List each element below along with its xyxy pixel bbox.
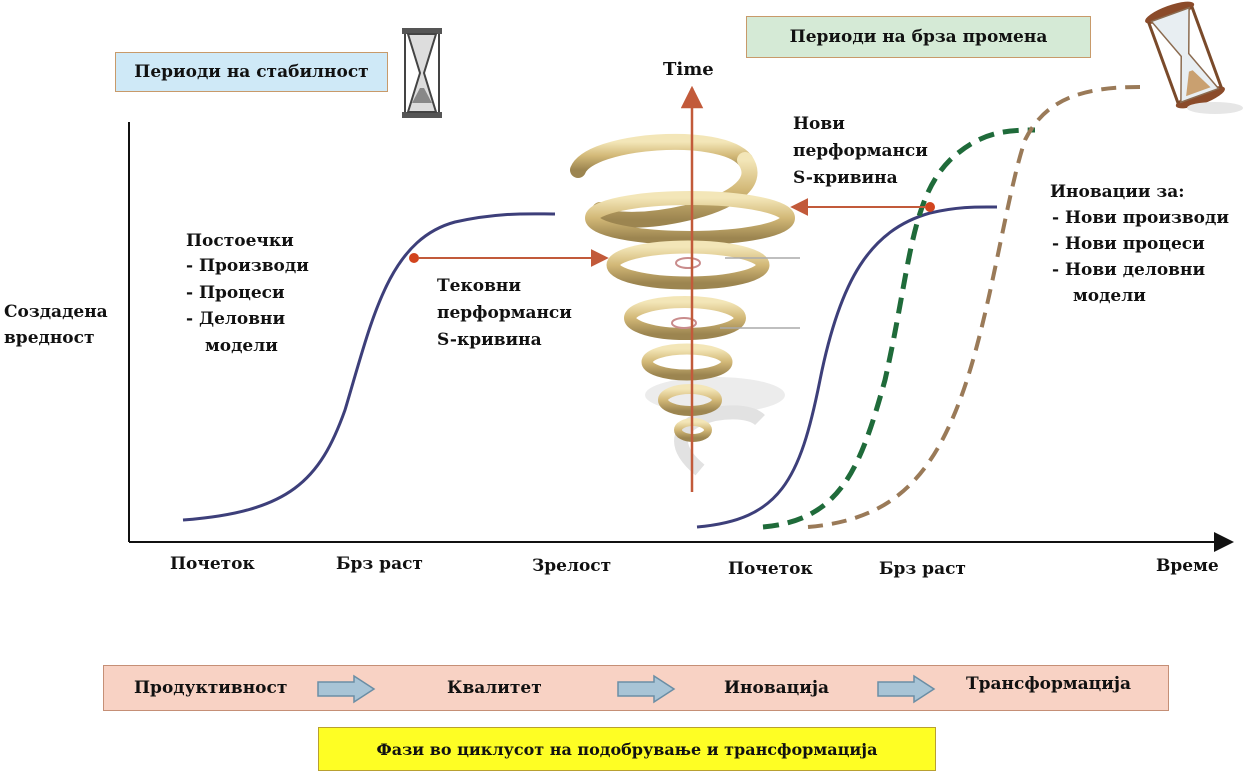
new-curve-line: S-кривина [793, 166, 898, 190]
x-axis-end-label: Време [1156, 554, 1219, 578]
existing-item: - Процеси [186, 281, 285, 305]
current-curve-line: S-кривина [437, 328, 542, 352]
current-curve-line: Тековни [437, 274, 521, 298]
phases-bar: Продуктивност Квалитет Иновација Трансфо… [103, 665, 1169, 711]
current-curve-point [409, 253, 419, 263]
innovations-title: Иновации за: [1050, 180, 1185, 204]
phase-step: Продуктивност [134, 678, 287, 698]
innovations-item: - Нови процеси [1052, 232, 1205, 256]
spiral-helix [578, 142, 800, 470]
right-arrow-icon [616, 674, 676, 704]
cycle-legend-box: Фази во циклусот на подобрување и трансф… [318, 727, 936, 771]
existing-item: модели [205, 334, 278, 358]
right-arrow-icon [316, 674, 376, 704]
right-arrow-icon [876, 674, 936, 704]
x-phase-label: Зрелост [532, 554, 611, 578]
new-curve-point [925, 202, 935, 212]
x-phase-label: Брз раст [879, 557, 966, 581]
existing-item: - Производи [186, 254, 309, 278]
phase-step: Трансформација [966, 674, 1131, 694]
y-axis-label-line1: Создадена [4, 300, 108, 324]
phase-step: Иновација [724, 678, 829, 698]
existing-item: - Деловни [186, 307, 285, 331]
x-phase-label: Почеток [728, 557, 813, 581]
x-phase-label: Брз раст [336, 552, 423, 576]
current-curve-line: перформанси [437, 301, 572, 325]
phase-step: Квалитет [447, 678, 542, 698]
x-phase-label: Почеток [170, 552, 255, 576]
new-curve-line: перформанси [793, 139, 928, 163]
tilted-hourglass-icon [1143, 0, 1227, 113]
existing-title: Постоечки [186, 229, 294, 253]
innovations-item: - Нови производи [1052, 206, 1229, 230]
hourglass-icon [402, 28, 442, 118]
new-curve-line: Нови [793, 112, 845, 136]
cycle-legend-label: Фази во циклусот на подобрување и трансф… [377, 740, 878, 759]
time-axis-label: Time [663, 58, 714, 82]
innovations-item: модели [1073, 284, 1146, 308]
innovations-item: - Нови деловни [1052, 258, 1205, 282]
hourglass-shadow [1187, 102, 1243, 114]
y-axis-label-line2: вредност [4, 326, 95, 350]
